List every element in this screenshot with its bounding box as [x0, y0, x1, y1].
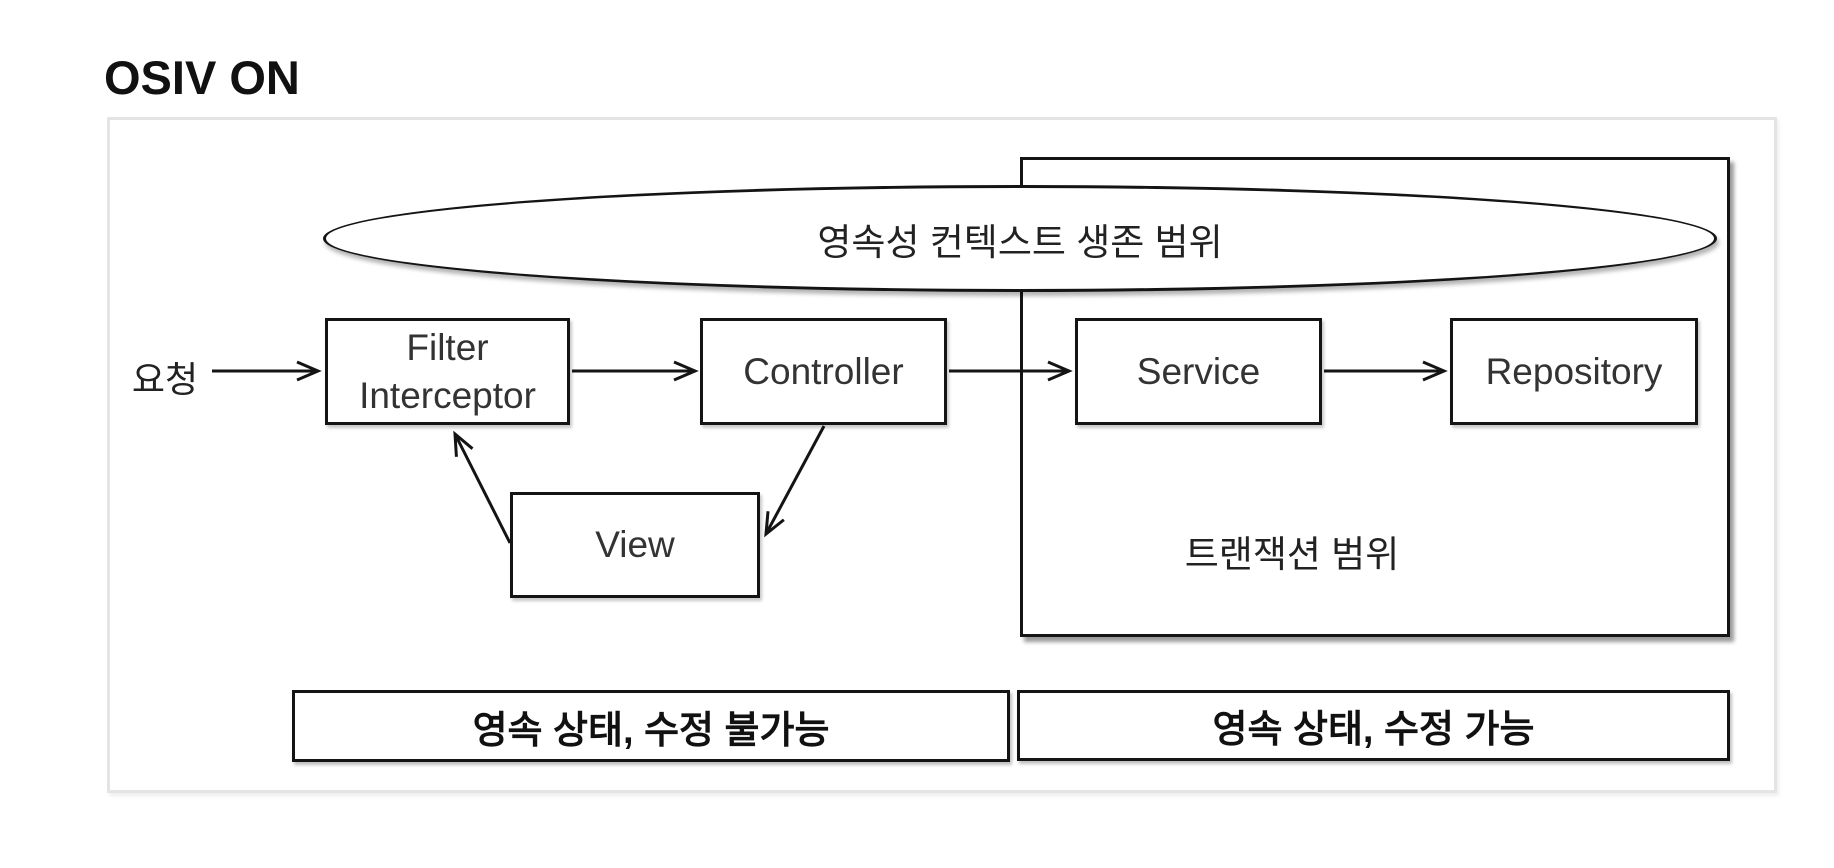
node-repository-label: Repository [1485, 350, 1663, 392]
node-controller: Controller [700, 318, 947, 425]
persistence-context-ellipse: 영속성 컨텍스트 생존 범위 [323, 185, 1717, 292]
node-repository: Repository [1450, 318, 1698, 425]
status-right-label: 영속 상태, 수정 가능 [1212, 709, 1535, 751]
node-filter-interceptor-label-line2: Interceptor [359, 374, 536, 416]
node-filter-interceptor: Filter Interceptor [325, 318, 570, 425]
request-label: 요청 [131, 359, 199, 400]
node-service-label: Service [1136, 350, 1261, 392]
node-filter-interceptor-label-line1: Filter [406, 326, 489, 368]
node-view-label: View [595, 524, 675, 565]
status-left-label: 영속 상태, 수정 불가능 [472, 709, 830, 752]
node-controller-label: Controller [743, 350, 904, 392]
node-view: View [510, 492, 760, 598]
page-title: OSIV ON [104, 51, 300, 104]
node-service: Service [1075, 318, 1322, 425]
status-box-persistent-not-modifiable: 영속 상태, 수정 불가능 [292, 690, 1010, 762]
persistence-scope-label: 영속성 컨텍스트 생존 범위 [817, 221, 1223, 263]
status-box-persistent-modifiable: 영속 상태, 수정 가능 [1017, 690, 1730, 761]
transaction-scope-label: 트랜잭션 범위 [1184, 534, 1400, 575]
